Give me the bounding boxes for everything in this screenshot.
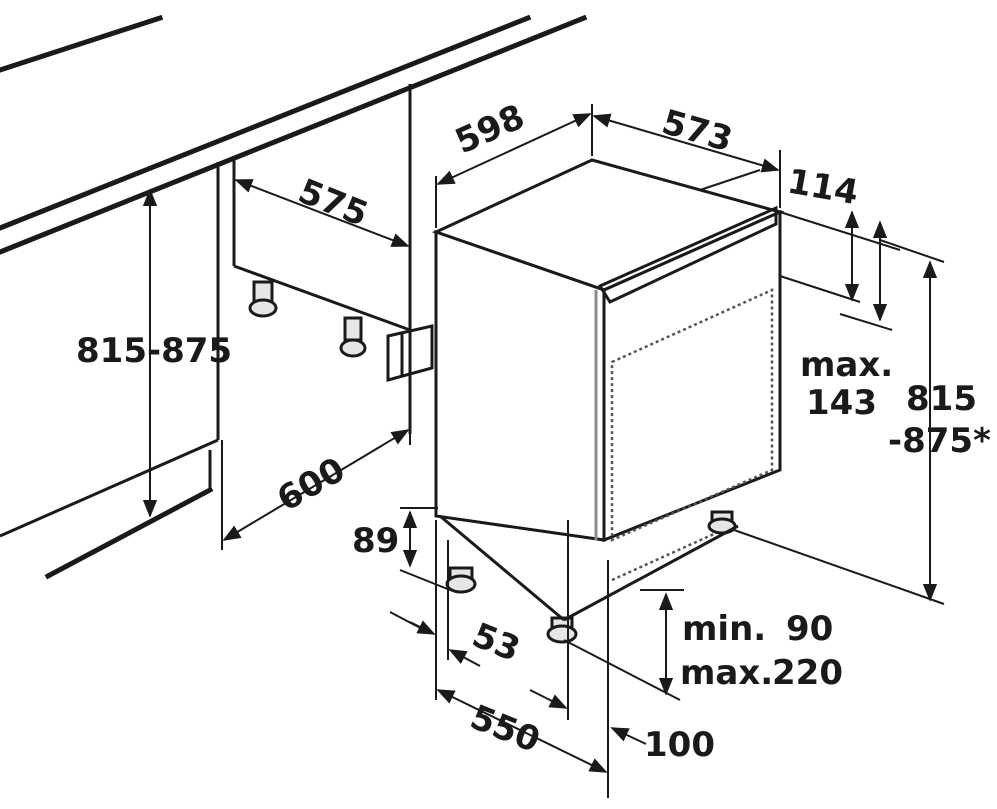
label-plinth-min: min.: [682, 609, 766, 649]
dimension-lines: [142, 104, 945, 798]
label-foot-89: 89: [352, 521, 399, 561]
cabinet-feet: [248, 280, 367, 358]
label-depth-550: 550: [465, 697, 546, 761]
countertop: [0, 14, 588, 255]
label-plinth-min-90: 90: [786, 609, 833, 649]
label-height-range: -875*: [888, 421, 991, 461]
label-foot-53: 53: [467, 615, 526, 670]
dishwasher: [431, 158, 785, 644]
label-plinth-max: max.: [680, 653, 773, 693]
label-counter-height: 815-875: [76, 331, 232, 371]
label-offset-114: 114: [784, 161, 861, 213]
left-cabinet: [0, 162, 220, 580]
label-depth-573: 573: [658, 102, 737, 160]
label-panel-max: max.: [800, 345, 893, 385]
label-width-598: 598: [449, 97, 530, 162]
label-panel-143: 143: [806, 383, 877, 423]
niche: [221, 84, 434, 550]
label-niche-575: 575: [293, 171, 374, 235]
label-plinth-max-220: 220: [772, 653, 843, 693]
label-plinth-100: 100: [644, 725, 715, 765]
label-niche-depth-600: 600: [271, 450, 352, 520]
label-height-815: 815: [906, 379, 977, 419]
